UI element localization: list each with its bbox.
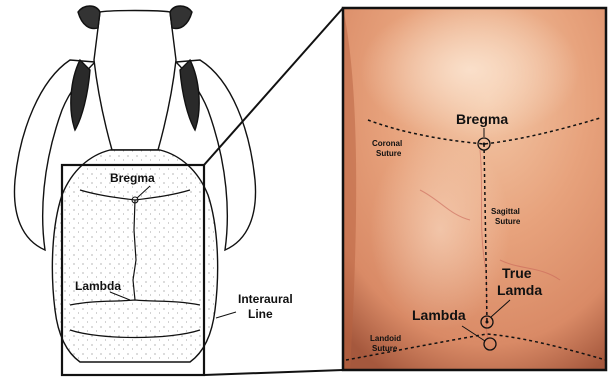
label-sagittal-suture-1: Sagittal [491,207,520,216]
marker-true-lamda-dot [486,321,489,324]
label-landoid-suture-2: Suture [372,344,398,353]
marker-bregma-dot [483,143,486,146]
label-bregma-right: Bregma [456,111,508,127]
label-interaural-line: Interaural Line [238,292,296,321]
label-sagittal-suture: Sagittal Suture [491,207,522,226]
label-true-lamda-2: Lamda [497,282,542,298]
skull-snout [94,11,176,151]
pointer-interaural-line [216,312,236,318]
label-landoid-suture-1: Landoid [370,334,401,343]
label-interaural-line-1: Interaural [238,292,293,306]
zoom-connector-bottom [204,370,343,375]
label-coronal-suture: Coronal Suture [372,139,404,158]
label-coronal-suture-1: Coronal [372,139,402,148]
label-bregma-left: Bregma [110,171,155,185]
label-lambda-right: Lambda [412,307,466,323]
label-interaural-line-2: Line [248,307,273,321]
label-true-lamda-1: True [502,265,532,281]
photo-highlight-center [370,130,510,330]
label-coronal-suture-2: Suture [376,149,402,158]
skull-photo [343,0,606,370]
label-lambda-left: Lambda [75,279,121,293]
label-sagittal-suture-2: Suture [495,217,521,226]
